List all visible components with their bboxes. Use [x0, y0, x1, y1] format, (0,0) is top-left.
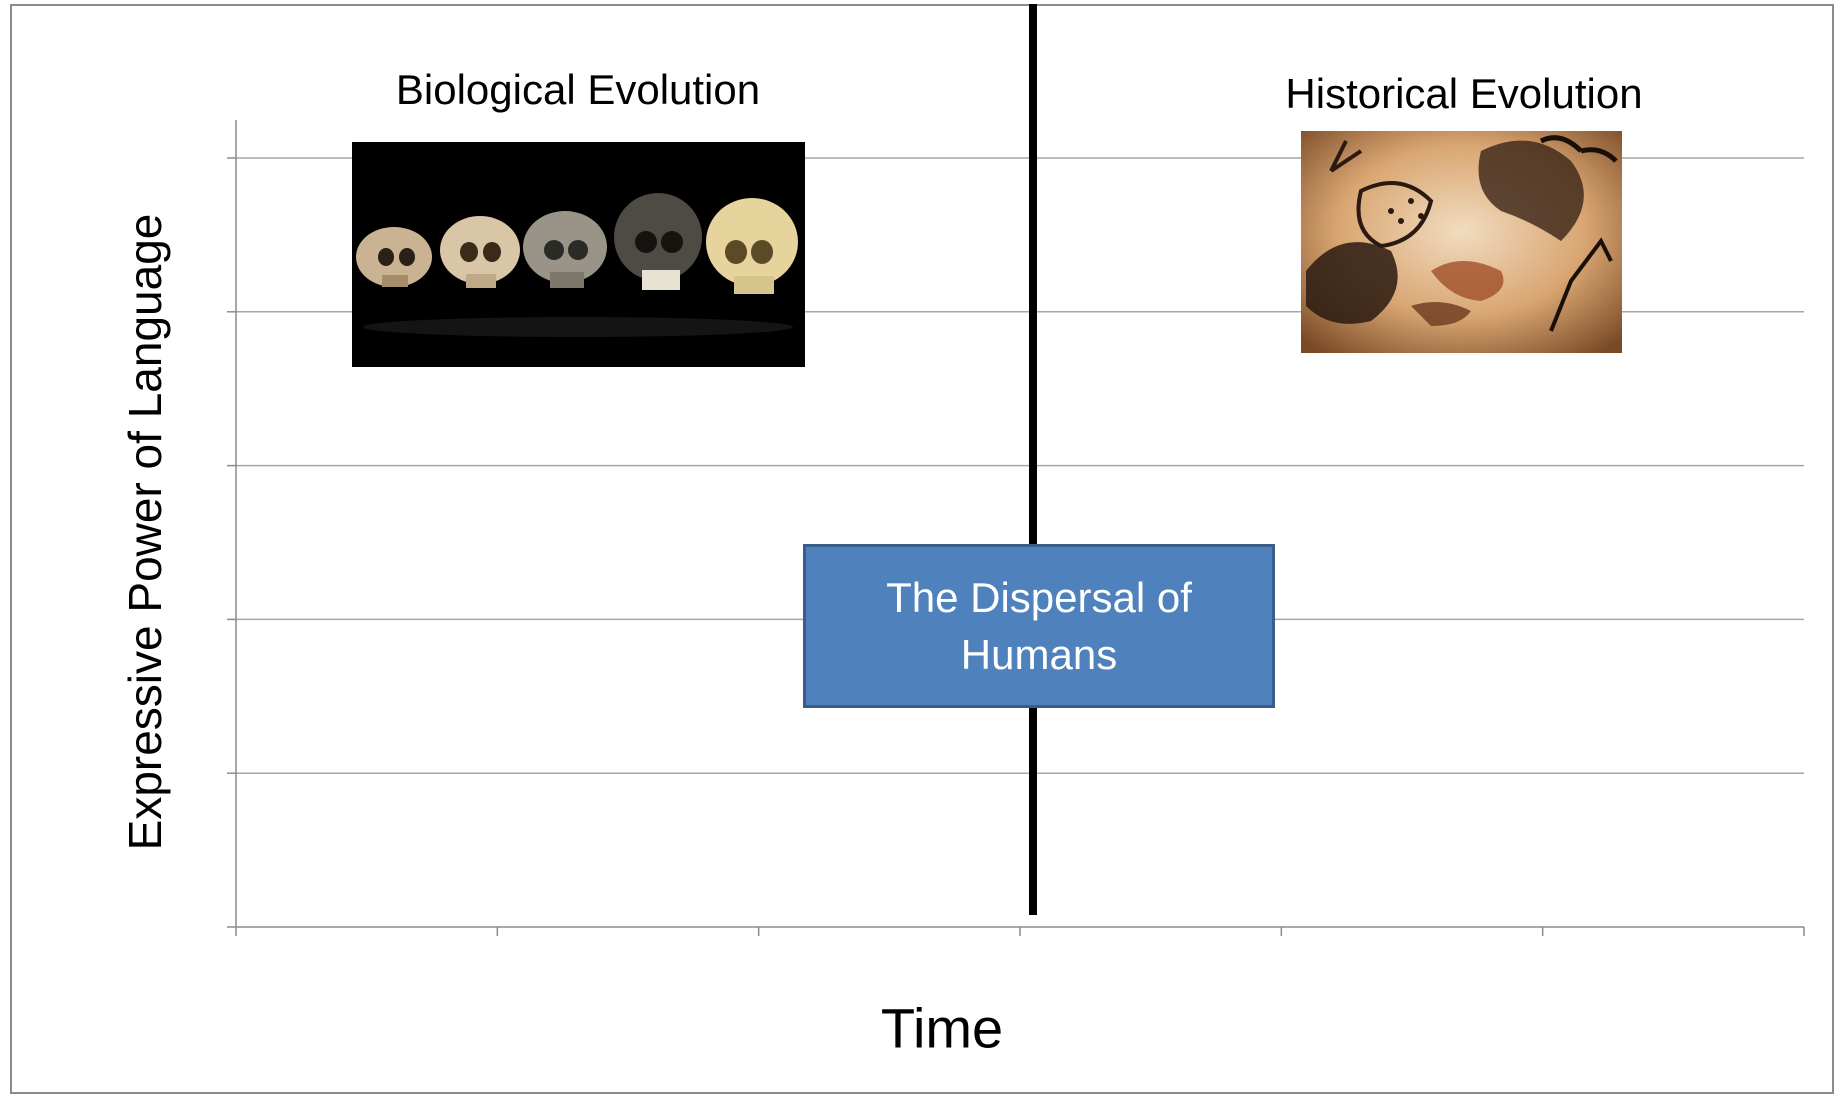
- x-axis-label: Time: [880, 996, 1004, 1060]
- y-axis-label: Expressive Power of Language: [119, 213, 171, 851]
- callout-text: The Dispersal of Humans: [886, 574, 1192, 678]
- historical-evolution-label: Historical Evolution: [1285, 70, 1643, 117]
- biological-evolution-label: Biological Evolution: [395, 66, 761, 113]
- dispersal-of-humans-callout: The Dispersal of Humans: [803, 544, 1275, 708]
- cave-painting-image: [1301, 131, 1622, 353]
- hominid-skulls-image: [352, 142, 805, 367]
